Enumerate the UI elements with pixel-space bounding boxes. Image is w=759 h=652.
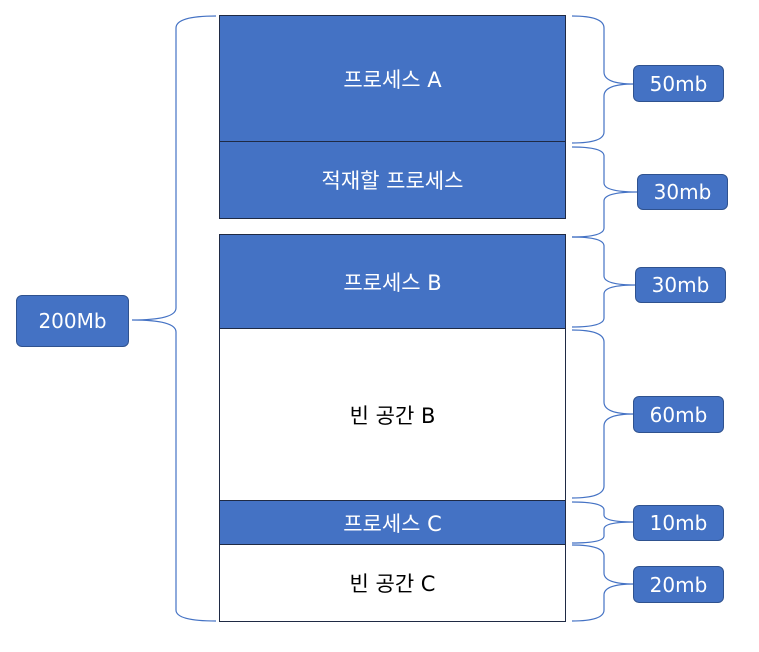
- memory-block-empty-b: 빈 공간 B: [219, 328, 566, 501]
- size-label: 30mb: [651, 273, 710, 297]
- block-label: 적재할 프로세스: [321, 169, 464, 193]
- size-label: 20mb: [649, 572, 708, 597]
- brace-block-load: [571, 146, 639, 238]
- block-label: 프로세스 B: [343, 270, 442, 295]
- size-badge-empty-b: 60mb: [633, 396, 724, 433]
- block-label: 빈 공간 B: [349, 403, 436, 428]
- memory-block-process-to-load: 적재할 프로세스: [219, 141, 566, 219]
- size-label: 10mb: [649, 511, 708, 535]
- brace-block-c: [571, 501, 635, 544]
- size-label: 30mb: [653, 180, 712, 204]
- brace-block-b: [571, 236, 637, 328]
- size-badge-process-to-load: 30mb: [637, 174, 728, 210]
- brace-empty-b: [571, 329, 635, 499]
- size-label: 60mb: [649, 402, 708, 427]
- size-badge-process-a: 50mb: [633, 65, 724, 102]
- size-badge-process-c: 10mb: [633, 505, 724, 541]
- size-label: 50mb: [649, 71, 708, 96]
- total-size-label: 200Mb: [38, 309, 107, 333]
- memory-block-process-c: 프로세스 C: [219, 500, 566, 545]
- block-label: 프로세스 C: [343, 511, 442, 536]
- memory-block-process-a: 프로세스 A: [219, 15, 566, 142]
- brace-empty-c: [571, 544, 635, 622]
- block-label: 빈 공간 C: [349, 572, 436, 596]
- brace-block-a: [571, 15, 635, 144]
- memory-block-process-b: 프로세스 B: [219, 234, 566, 329]
- block-label: 프로세스 A: [343, 67, 442, 92]
- total-brace: [131, 15, 217, 622]
- size-badge-empty-c: 20mb: [633, 566, 724, 603]
- total-size-badge: 200Mb: [16, 295, 129, 347]
- memory-block-empty-c: 빈 공간 C: [219, 544, 566, 622]
- size-badge-process-b: 30mb: [635, 267, 726, 303]
